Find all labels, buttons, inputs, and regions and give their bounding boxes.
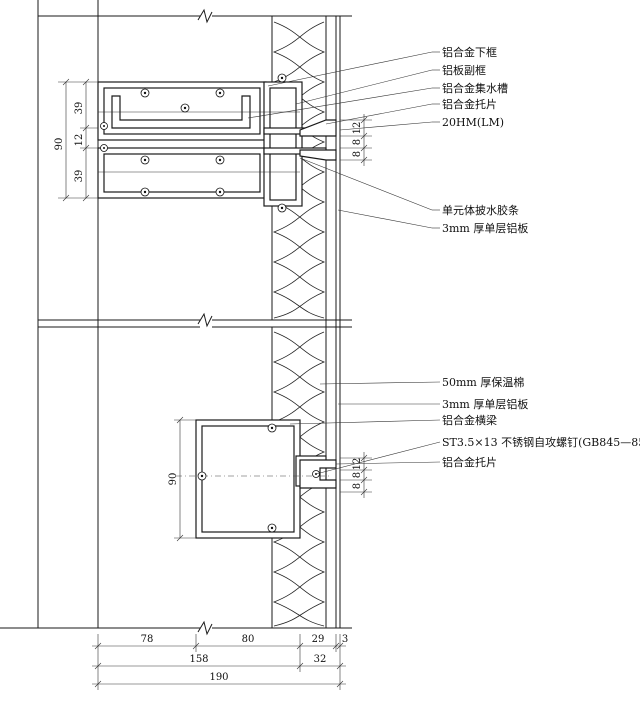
callout-screw: ST3.5×13 不锈钢自攻螺钉(GB845—85) [442, 435, 640, 449]
top-unit-screws [100, 73, 287, 213]
top-unit-frame [97, 81, 337, 207]
dim-top-right-b: 8 [352, 139, 363, 145]
dim-row1-b: 80 [242, 634, 255, 645]
dim-left-top-lower: 39 [74, 170, 85, 183]
callout-gutter: 铝合金集水槽 [442, 81, 508, 95]
dim-row2-b: 32 [314, 654, 327, 665]
right-dimensions-top: 12 8 8 [340, 114, 372, 166]
bottom-unit-screws [197, 423, 320, 533]
callout-aluminum-panel: 3mm 厚单层铝板 [442, 221, 528, 235]
dim-left-top-upper: 39 [74, 102, 85, 115]
dim-bottom-right-b: 8 [352, 472, 363, 478]
bottom-dimensions: 78 80 29 3 158 32 190 [92, 634, 348, 690]
dim-left-bottom-total: 90 [168, 473, 179, 486]
dim-row1-a: 78 [141, 634, 154, 645]
callout-bracket-2: 铝合金托片 [442, 455, 497, 469]
leader-lines-bottom [289, 381, 441, 475]
callout-sub-frame: 铝板副框 [442, 63, 486, 77]
callout-lower-frame: 铝合金下框 [442, 45, 497, 59]
callouts-bottom: 50mm 厚保温棉 3mm 厚单层铝板 铝合金横梁 ST3.5×13 不锈钢自攻… [442, 375, 640, 469]
callout-transom: 铝合金横梁 [442, 413, 497, 427]
dim-top-right-a: 12 [352, 122, 363, 135]
dim-row3-a: 190 [209, 672, 228, 683]
dim-bottom-right-c: 8 [352, 483, 363, 489]
dim-left-top-middle: 12 [74, 134, 85, 147]
callout-insulation: 50mm 厚保温棉 [442, 375, 524, 389]
bottom-unit-transom [176, 419, 337, 539]
callout-20hm: 20HM(LM) [442, 116, 504, 129]
dim-left-top-total: 90 [54, 138, 65, 151]
right-dimensions-bottom: 12 8 8 [340, 452, 372, 498]
dim-top-right-c: 8 [352, 151, 363, 157]
left-dimensions-top: 90 39 12 39 [54, 78, 98, 202]
callout-aluminum-panel-2: 3mm 厚单层铝板 [442, 397, 528, 411]
dim-row1-c: 29 [312, 634, 325, 645]
callouts-top: 铝合金下框 铝板副框 铝合金集水槽 铝合金托片 20HM(LM) 单元体披水胶条… [442, 45, 528, 235]
dim-row2-a: 158 [189, 654, 208, 665]
callout-flashing-strip: 单元体披水胶条 [442, 203, 519, 217]
leader-lines-top [247, 51, 440, 229]
callout-bracket: 铝合金托片 [442, 97, 497, 111]
left-dimension-bottom: 90 [168, 416, 196, 542]
dim-bottom-right-a: 12 [352, 458, 363, 471]
dim-row1-d: 3 [342, 634, 348, 645]
